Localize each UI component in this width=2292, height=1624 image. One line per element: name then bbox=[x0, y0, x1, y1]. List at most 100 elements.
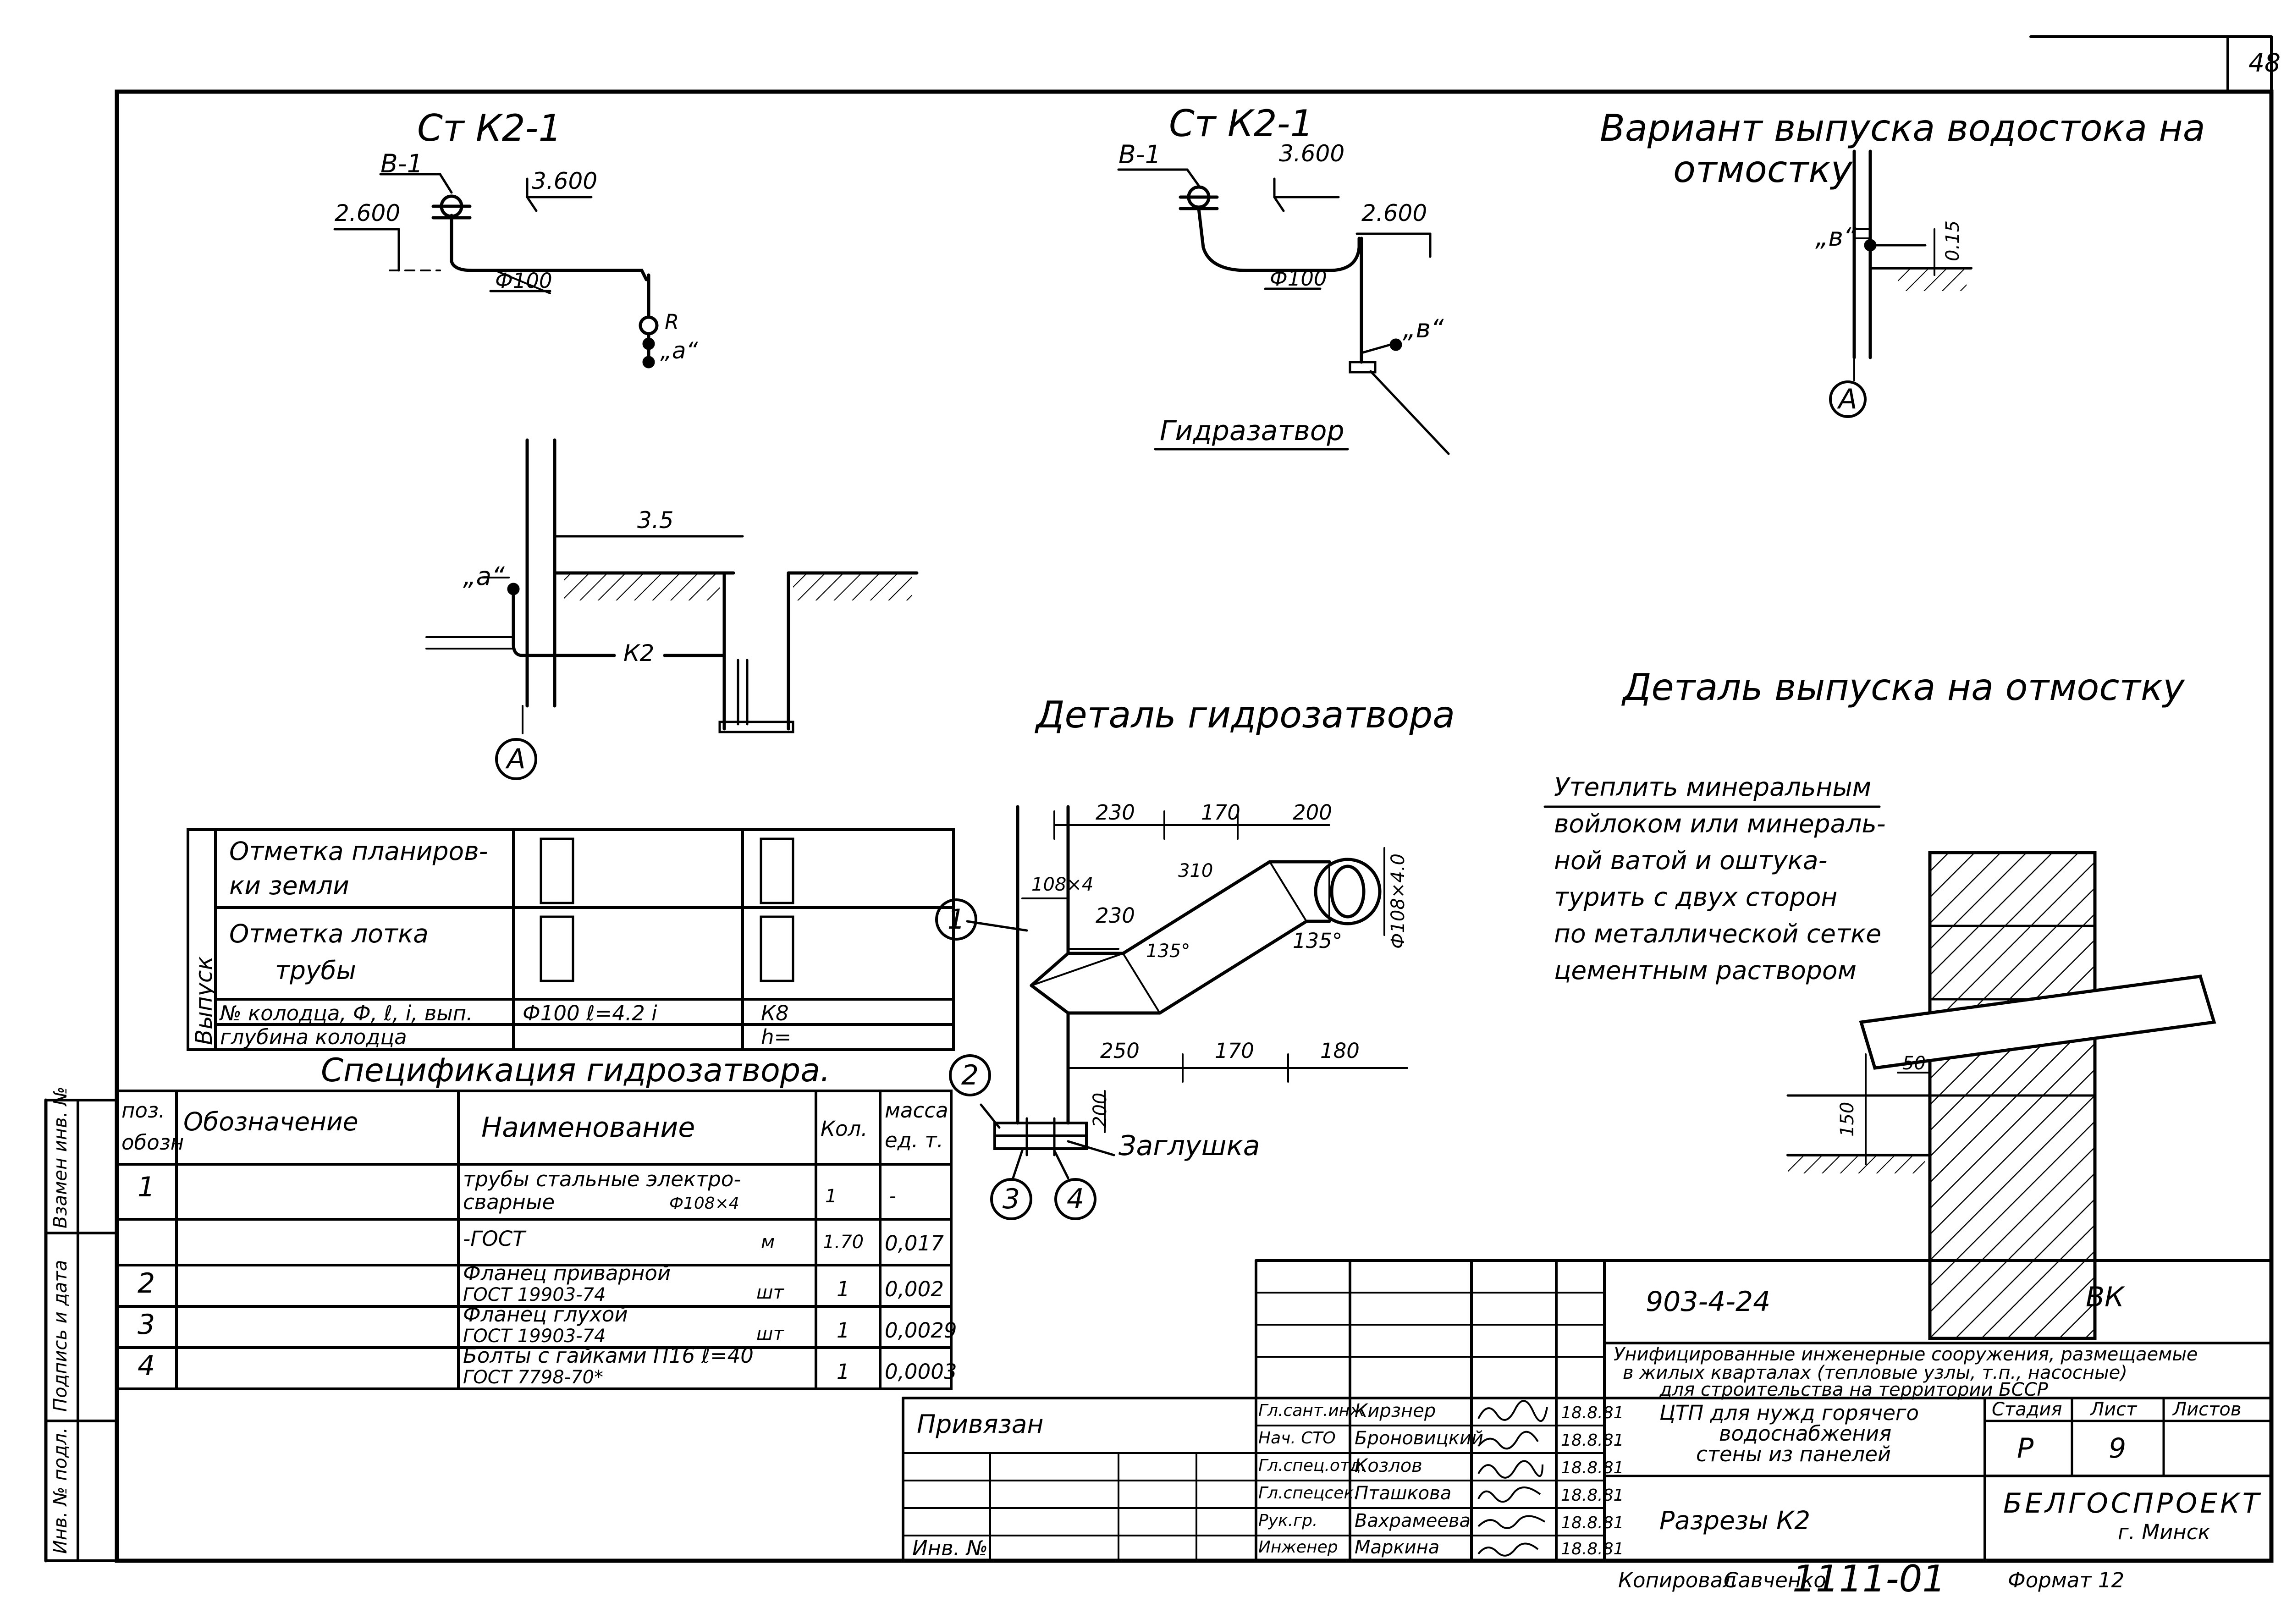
section1-r: R bbox=[665, 310, 679, 334]
tb-staff-role-5: Рук.гр. bbox=[1258, 1511, 1318, 1530]
title-block-grid bbox=[902, 1259, 2273, 1562]
section3-dim: 3.5 bbox=[637, 507, 674, 534]
section2-b: „в“ bbox=[1403, 314, 1444, 343]
spec-row1-name3: Ф108×4 bbox=[669, 1194, 739, 1213]
sheet-frame bbox=[115, 89, 2274, 1563]
outlet-dim-150: 150 bbox=[1837, 1101, 1858, 1137]
section1-pipe: Ф100 bbox=[495, 269, 552, 293]
tb-staff-date-3: 18.8.81 bbox=[1561, 1459, 1624, 1477]
spec-row3-unit: шт bbox=[756, 1282, 784, 1303]
section1-level-bottom: 2.600 bbox=[335, 200, 401, 226]
spec-row5-name2: ГОСТ 7798-70* bbox=[463, 1367, 603, 1388]
spec-row5-name1: Болты с гайками П16 ℓ=40 bbox=[463, 1343, 754, 1368]
seal-callout-4: 4 bbox=[1054, 1178, 1096, 1220]
tb-sheet: 9 bbox=[2109, 1432, 2127, 1464]
spec-row4-qty: 1 bbox=[837, 1318, 850, 1343]
section2-seal-label: Гидразатвор bbox=[1160, 415, 1344, 447]
outlet-detail bbox=[1543, 805, 2216, 1340]
spec-header-name: Наименование bbox=[481, 1112, 695, 1144]
outlet-note-3: ной ватой и оштука- bbox=[1554, 846, 1828, 875]
outlet-val-k: К8 bbox=[761, 1001, 789, 1025]
seal-detail-title: Деталь гидрозатвора bbox=[1036, 694, 1455, 736]
tb-desc1: Унифицированные инженерные сооружения, р… bbox=[1614, 1344, 2198, 1365]
outlet-note-2: войлоком или минераль- bbox=[1554, 809, 1886, 838]
spec-header-mass2: ед. т. bbox=[885, 1128, 943, 1152]
variant-b: „в“ bbox=[1815, 222, 1857, 252]
seal-dim-200a: 200 bbox=[1293, 800, 1332, 825]
spec-title: Спецификация гидрозатвора. bbox=[321, 1051, 831, 1089]
tb-mark: ВК bbox=[2086, 1281, 2124, 1313]
tb-staff-role-4: Гл.спецсек. bbox=[1258, 1484, 1359, 1503]
seal-dim-170a: 170 bbox=[1201, 800, 1240, 825]
outlet-val-pipe: Ф100 ℓ=4.2 i bbox=[523, 1001, 657, 1025]
tb-sheet-title: Разрезы К2 bbox=[1659, 1506, 1811, 1535]
seal-dim-180: 180 bbox=[1320, 1039, 1360, 1063]
tb-staff-name-2: Броновицкий bbox=[1355, 1428, 1483, 1449]
section1-title: Ст К2-1 bbox=[417, 107, 562, 149]
section1-level-top: 3.600 bbox=[532, 168, 598, 194]
spec-table-grid bbox=[116, 1090, 953, 1390]
sheet-number: 48 bbox=[2248, 48, 2281, 77]
outlet-row-1a: Отметка планиров- bbox=[229, 837, 488, 866]
variant-axis-marker: А bbox=[1829, 380, 1867, 418]
spec-row4-unit: шт bbox=[756, 1323, 784, 1344]
spec-header-qty: Кол. bbox=[821, 1117, 868, 1141]
tb-format: Формат 12 bbox=[2008, 1568, 2125, 1592]
spec-header-pos2: обозн bbox=[121, 1130, 184, 1155]
section3-well bbox=[425, 438, 919, 734]
tb-staff-role-6: Инженер bbox=[1258, 1538, 1338, 1557]
seal-dim-250: 250 bbox=[1100, 1039, 1140, 1063]
section2-v1: В-1 bbox=[1118, 140, 1161, 169]
spec-row2-unit: м bbox=[761, 1232, 775, 1253]
seal-callout-2: 2 bbox=[949, 1054, 991, 1096]
seal-callout-3: 3 bbox=[990, 1178, 1032, 1220]
spec-row3-mass: 0,002 bbox=[885, 1277, 944, 1301]
tb-staff-role-3: Гл.спец.отд. bbox=[1258, 1456, 1366, 1475]
seal-callout-1: 1 bbox=[935, 898, 977, 941]
variant-dim: 0.15 bbox=[1942, 220, 1963, 261]
tb-staff-date-1: 18.8.81 bbox=[1561, 1404, 1624, 1422]
tb-staff-role-2: Нач. СТО bbox=[1258, 1429, 1336, 1448]
left-strip-replace: Взамен инв. № bbox=[50, 1086, 71, 1228]
outlet-row-4: глубина колодца bbox=[220, 1025, 407, 1049]
seal-dim-108x4: 108×4 bbox=[1031, 874, 1094, 895]
spec-row4-pos: 3 bbox=[138, 1309, 155, 1341]
tb-copier: Савченко bbox=[1724, 1568, 1826, 1592]
spec-header-mass: масса bbox=[885, 1098, 948, 1123]
tb-staff-name-5: Вахрамеева bbox=[1355, 1510, 1471, 1531]
section1-v1: В-1 bbox=[380, 149, 423, 178]
seal-dim-170b: 170 bbox=[1215, 1039, 1254, 1063]
spec-row4-name2: ГОСТ 19903-74 bbox=[463, 1326, 606, 1347]
outlet-row-3: № колодца, Ф, ℓ, i, вып. bbox=[220, 1001, 473, 1025]
tb-linked: Привязан bbox=[917, 1409, 1044, 1439]
tb-project1: ЦТП для нужд горячего bbox=[1659, 1401, 1919, 1425]
outlet-val-h: h= bbox=[761, 1025, 792, 1049]
tb-staff-name-4: Пташкова bbox=[1355, 1483, 1452, 1504]
tb-staff-date-6: 18.8.81 bbox=[1561, 1540, 1624, 1558]
tb-stage: Р bbox=[2017, 1432, 2034, 1464]
left-strip-sign: Подпись и дата bbox=[50, 1260, 71, 1412]
seal-dim-310: 310 bbox=[1178, 860, 1213, 881]
outlet-note-4: турить с двух сторон bbox=[1554, 882, 1838, 912]
seal-dim-135b: 135° bbox=[1293, 929, 1343, 953]
variant-wall bbox=[1852, 149, 1972, 381]
spec-row1-qty: 1 bbox=[825, 1186, 837, 1207]
spec-header-designation: Обозначение bbox=[183, 1107, 358, 1136]
outlet-note-1: Утеплить минеральным bbox=[1554, 772, 1872, 802]
seal-dim-230b: 230 bbox=[1096, 903, 1135, 928]
section3-k2: К2 bbox=[623, 640, 655, 666]
outlet-note-5: по металлической сетке bbox=[1554, 919, 1882, 948]
tb-staff-date-5: 18.8.81 bbox=[1561, 1514, 1624, 1532]
tb-staff-date-4: 18.8.81 bbox=[1561, 1486, 1624, 1505]
outlet-row-2a: Отметка лотка bbox=[229, 919, 429, 948]
seal-dim-135a: 135° bbox=[1146, 941, 1190, 962]
section3-axis-marker: А bbox=[495, 738, 537, 780]
spec-row2-name1: -ГОСТ bbox=[463, 1227, 525, 1251]
outlet-row-2b: трубы bbox=[275, 956, 356, 985]
outlet-note-6: цементным раствором bbox=[1554, 956, 1857, 985]
section3-a: „а“ bbox=[463, 562, 505, 591]
spec-row4-name1: Фланец глухой bbox=[463, 1302, 628, 1327]
spec-row1-pos: 1 bbox=[138, 1171, 155, 1203]
